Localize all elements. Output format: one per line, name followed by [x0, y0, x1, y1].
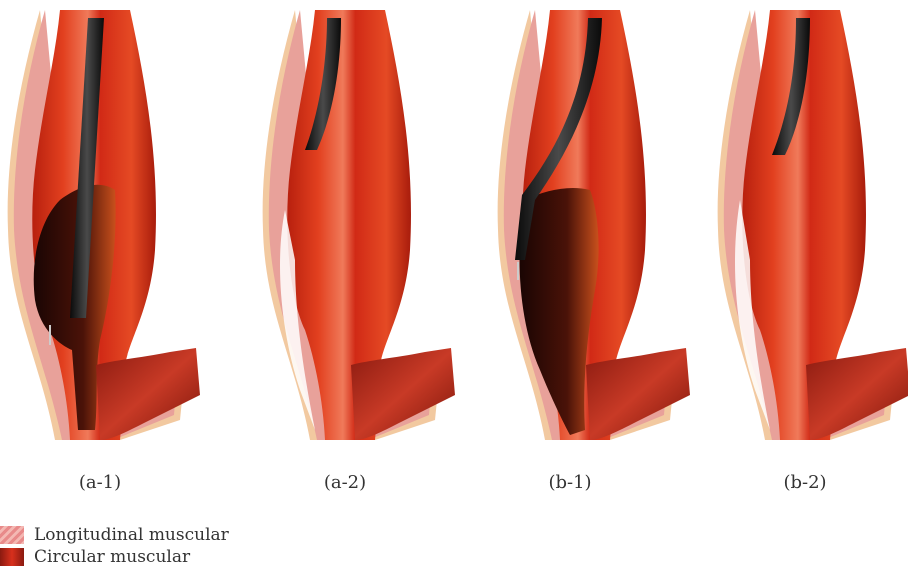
panel-caption-b2: (b-2)	[745, 472, 865, 493]
panel-caption-b1: (b-1)	[510, 472, 630, 493]
legend: Longitudinal muscular Circular muscular	[0, 524, 229, 568]
circular-swatch	[0, 548, 24, 566]
esophagus-illustration-b2	[710, 0, 908, 450]
panel-b1	[490, 0, 690, 450]
longitudinal-swatch	[0, 526, 24, 544]
legend-item-longitudinal: Longitudinal muscular	[0, 524, 229, 546]
legend-item-circular: Circular muscular	[0, 546, 229, 568]
legend-label-longitudinal: Longitudinal muscular	[34, 525, 229, 545]
panel-caption-a2: (a-2)	[285, 472, 405, 493]
esophagus-illustration-b1	[490, 0, 690, 450]
panel-a1	[0, 0, 200, 450]
legend-label-circular: Circular muscular	[34, 547, 190, 567]
panel-a2	[255, 0, 455, 450]
panel-b2	[710, 0, 908, 450]
panel-caption-a1: (a-1)	[40, 472, 160, 493]
esophagus-illustration-a1	[0, 0, 200, 450]
esophagus-illustration-a2	[255, 0, 455, 450]
